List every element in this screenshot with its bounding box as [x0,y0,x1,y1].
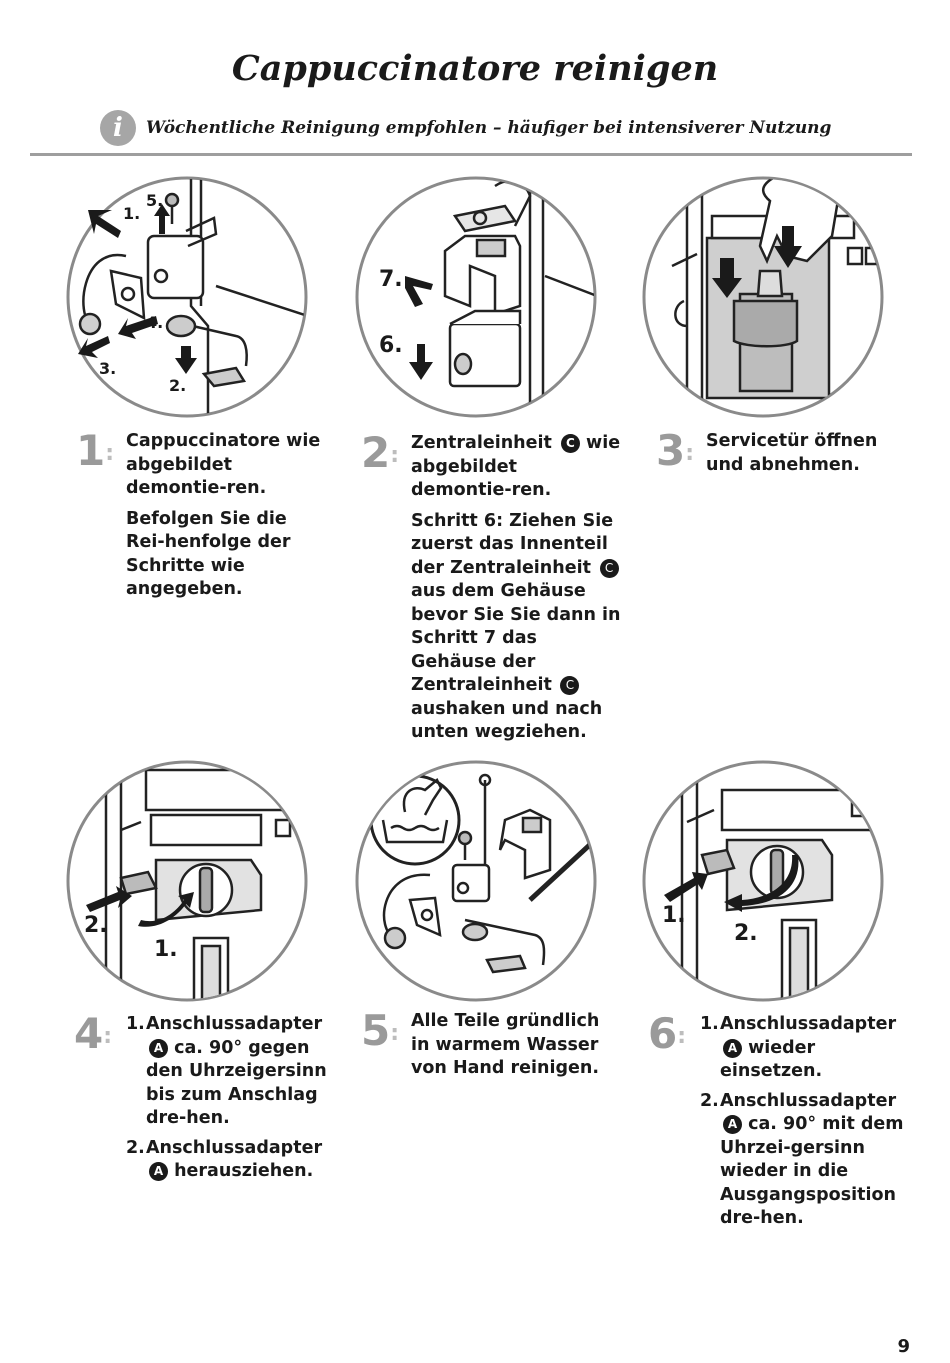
header-divider [30,153,912,156]
step-2-paragraph-2: Schritt 6: Ziehen Sie zuerst das Innente… [411,510,621,743]
illustration-label: 1. [123,204,140,223]
illustration-label: 6. [379,333,403,358]
service-door-removal-illustration [642,176,884,418]
step-number: 2: [361,428,400,477]
illustration-label: 2. [734,921,758,946]
component-c-badge: C [560,434,580,453]
step-number: 1: [76,426,115,475]
illustration-step-1: 1. 5. 4. 3. 2. [66,176,308,418]
illustration-step-5 [355,760,597,1002]
step-1-paragraph-1: Cappuccinatore wie abgebildet demontie-r… [126,431,321,498]
info-icon: i [100,110,136,146]
illustration-step-4: 2. 1. [66,760,308,1002]
step-2-paragraph-1: Zentraleinheit C wie abgebildet demontie… [411,433,621,500]
step-6-item-1: 1.Anschlussadapter A wieder einsetzen. [700,1014,897,1081]
adapter-insertion-illustration: 1. 2. [642,760,884,1002]
central-unit-removal-illustration: 7. 6. [355,176,597,418]
step-1-paragraph-2: Befolgen Sie die Rei-henfolge der Schrit… [126,508,291,600]
component-a-badge: A [149,1038,168,1058]
illustration-label: 2. [169,376,186,395]
hand-wash-parts-illustration [355,760,597,1002]
step-number: 3: [656,426,695,475]
cappuccinatore-disassembly-illustration: 1. 5. 4. 3. 2. [66,176,308,418]
adapter-removal-illustration: 2. 1. [66,760,308,1002]
step-5-paragraph: Alle Teile gründlich in warmem Wasser vo… [411,1011,600,1078]
step-6-item-2: 2.Anschlussadapter A ca. 90° mit dem Uhr… [700,1090,904,1229]
component-a-badge: A [149,1162,168,1181]
illustration-step-2: 7. 6. [355,176,597,418]
illustration-label: 2. [84,913,108,938]
component-c-badge: C [599,558,619,578]
illustration-label: 5. [146,191,163,210]
step-4-item-2: 2.Anschlussadapter A herausziehen. [126,1137,323,1181]
illustration-label: 1. [154,937,178,962]
component-c-badge: C [560,676,580,695]
page-number: 9 [897,1336,910,1357]
step-number: 6: [648,1009,687,1058]
step-number: 4: [74,1009,113,1058]
illustration-step-6: 1. 2. [642,760,884,1002]
step-4-item-1: 1.Anschlussadapter A ca. 90° gegen den U… [126,1014,327,1128]
step-number: 5: [361,1006,400,1055]
illustration-step-3 [642,176,884,418]
illustration-label: 3. [99,359,116,378]
step-3-paragraph: Servicetür öffnen und abnehmen. [706,431,878,475]
illustration-label: 1. [662,903,686,928]
illustration-label: 4. [146,313,163,332]
component-a-badge: A [723,1115,742,1134]
info-text: Wöchentliche Reinigung empfohlen – häufi… [146,118,832,138]
page-title: Cappuccinatore reinigen [231,48,719,89]
info-note: i Wöchentliche Reinigung empfohlen – häu… [100,108,831,148]
component-a-badge: A [723,1038,742,1058]
illustration-label: 7. [379,267,403,292]
